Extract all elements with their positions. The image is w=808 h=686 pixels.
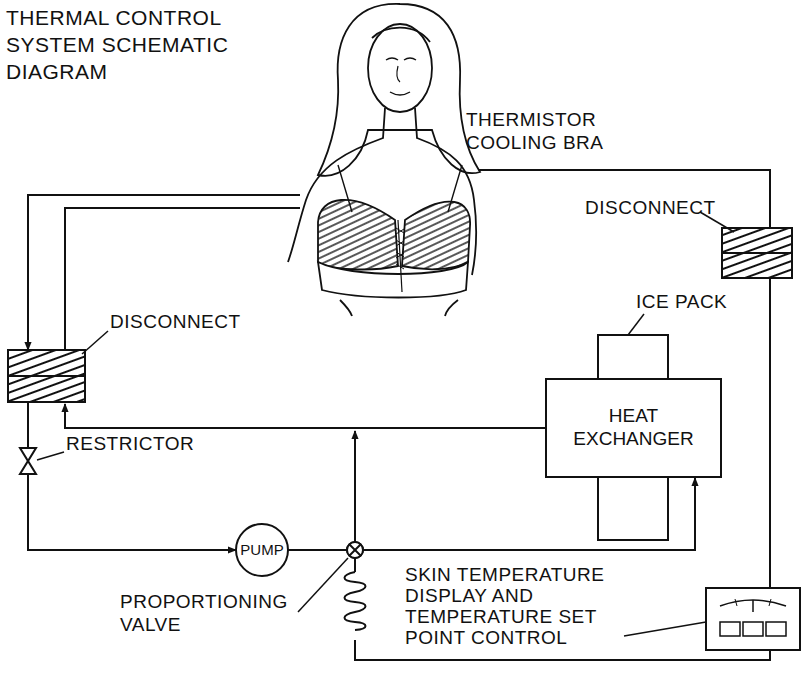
- heat-exchanger-box: HEAT EXCHANGER: [545, 378, 722, 478]
- part-label: SKIN TEMPERATURE DISPLAY AND TEMPERATURE…: [405, 564, 623, 648]
- disconnect-symbol: [8, 350, 85, 402]
- pipe-lines: [28, 170, 770, 660]
- woman-illustration: [288, 4, 480, 316]
- node-text: HEAT EXCHANGER: [559, 405, 709, 451]
- part-label: DISCONNECT: [110, 310, 260, 333]
- disconnect-symbol: [722, 228, 792, 278]
- display-box: [706, 588, 800, 650]
- restrictor-symbol: [20, 448, 36, 474]
- part-label: PROPORTIONING VALVE: [120, 590, 300, 636]
- proportioning-valve-symbol: [347, 542, 363, 558]
- node-text: PUMP: [240, 541, 283, 559]
- leader-lines: [37, 212, 734, 636]
- pump-circle: PUMP: [235, 523, 290, 578]
- part-label: DISCONNECT: [585, 196, 735, 219]
- part-label: THERMISTOR COOLING BRA: [466, 108, 616, 154]
- proportioning-valve-symbol: [347, 542, 363, 558]
- diagram-title: THERMAL CONTROL SYSTEM SCHEMATIC DIAGRAM: [6, 4, 256, 85]
- pipe-connector: [289, 478, 695, 550]
- part-label: ICE PACK: [636, 290, 756, 313]
- part-label: RESTRICTOR: [66, 432, 216, 455]
